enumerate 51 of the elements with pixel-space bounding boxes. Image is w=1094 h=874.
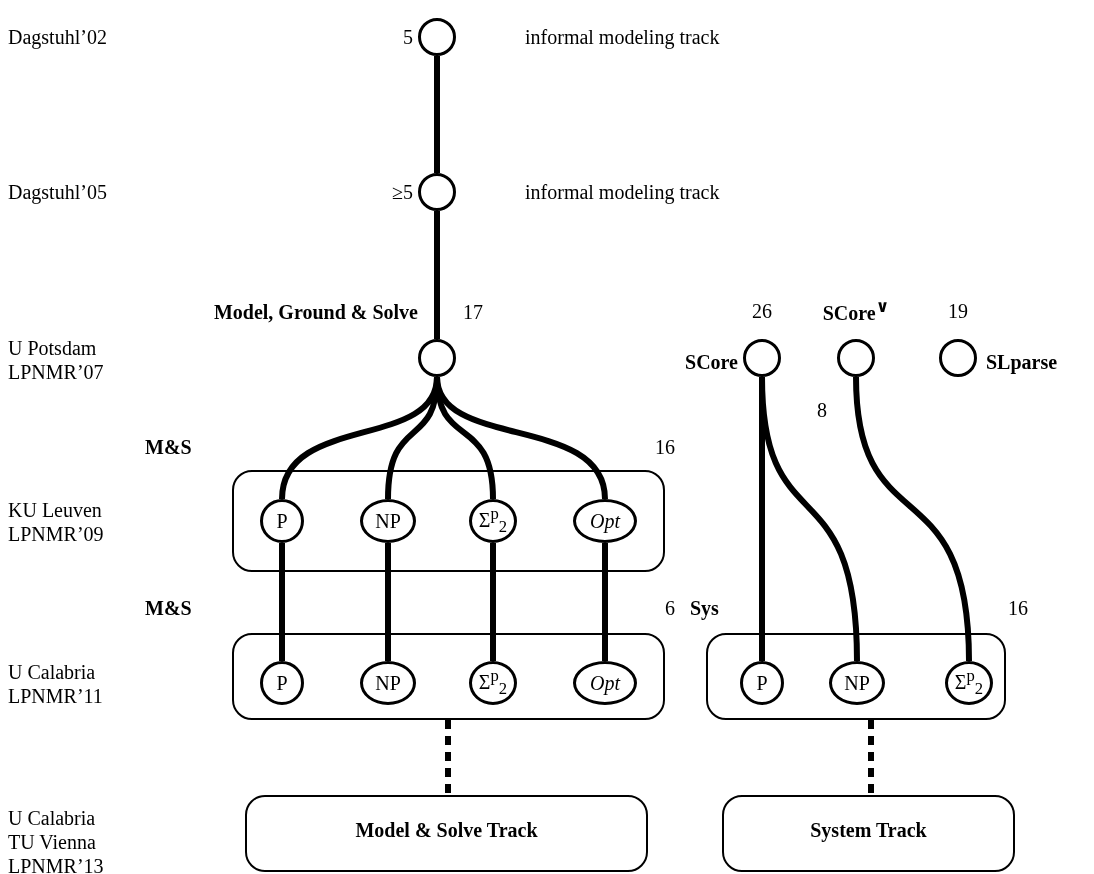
complexity-node: NP: [829, 661, 885, 705]
node-caption: informal modeling track: [525, 182, 720, 202]
dotted-connector: [868, 720, 874, 795]
node-caption: SCore: [685, 352, 738, 372]
circle-node: [837, 339, 875, 377]
connector-line: [853, 376, 972, 662]
connector-line: [434, 376, 608, 500]
group-title: M&S: [145, 598, 192, 618]
venue-label: U Calabria LPNMR’11: [8, 660, 104, 708]
node-caption: 5: [403, 27, 413, 47]
circle-node: [418, 173, 456, 211]
group-title: M&S: [145, 437, 192, 457]
count-label: 16: [655, 437, 675, 457]
connector-line: [759, 376, 860, 662]
connector-line: [434, 56, 440, 173]
node-caption: Model, Ground & Solve: [213, 302, 418, 322]
node-caption: informal modeling track: [525, 27, 720, 47]
connector-line: [279, 543, 285, 661]
node-caption: 26: [752, 301, 772, 321]
complexity-node: NP: [360, 499, 416, 543]
complexity-node: NP: [360, 661, 416, 705]
count-label: 16: [1008, 598, 1028, 618]
node-caption: ≥5: [392, 182, 413, 202]
node-caption: SLparse: [986, 352, 1058, 372]
connector-line: [490, 543, 496, 661]
connector-line: [602, 543, 608, 661]
circle-node: [418, 339, 456, 377]
node-caption: 8: [817, 400, 827, 420]
count-label: 6: [665, 598, 675, 618]
circle-node: [743, 339, 781, 377]
venue-label: Dagstuhl’02: [8, 25, 108, 49]
circle-node: [418, 18, 456, 56]
node-caption: 19: [948, 301, 968, 321]
connector-line: [385, 543, 391, 661]
complexity-node: Opt: [573, 499, 637, 543]
dotted-connector: [445, 720, 451, 795]
venue-label: KU Leuven LPNMR’09: [8, 498, 105, 546]
track-box: Model & Solve Track: [245, 795, 648, 872]
complexity-node: P: [740, 661, 784, 705]
circle-node: [939, 339, 977, 377]
connector-line: [434, 211, 440, 339]
venue-label: U Calabria TU Vienna LPNMR’13: [8, 806, 105, 874]
complexity-node: P: [260, 499, 304, 543]
track-box: System Track: [722, 795, 1015, 872]
venue-label: U Potsdam LPNMR’07: [8, 336, 105, 384]
venue-label: Dagstuhl’05: [8, 180, 108, 204]
complexity-node: P: [260, 661, 304, 705]
group-title: Sys: [690, 598, 719, 618]
node-caption: 17: [463, 302, 483, 322]
node-caption: SCore$^{∨}$: [822, 299, 890, 323]
complexity-node: Opt: [573, 661, 637, 705]
